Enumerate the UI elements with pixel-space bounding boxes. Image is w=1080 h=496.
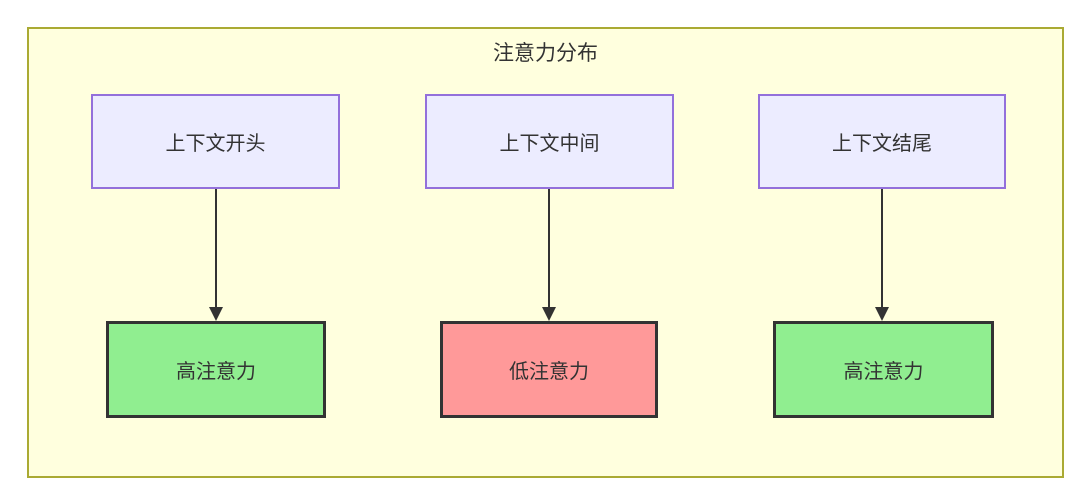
arrow-down-icon (542, 189, 556, 321)
arrow-down-icon (875, 189, 889, 321)
node-high-attention-2: 高注意力 (773, 321, 994, 418)
node-low-attention: 低注意力 (440, 321, 658, 418)
node-context-middle: 上下文中间 (425, 94, 674, 189)
node-context-start: 上下文开头 (91, 94, 340, 189)
diagram-title: 注意力分布 (493, 42, 598, 65)
node-high-attention-1: 高注意力 (106, 321, 326, 418)
node-context-end: 上下文结尾 (758, 94, 1006, 189)
attention-distribution-subgraph: 注意力分布 上下文开头 上下文中间 上下文结尾 高注意力 低注意力 高注意力 (27, 27, 1064, 478)
arrow-down-icon (209, 189, 223, 321)
